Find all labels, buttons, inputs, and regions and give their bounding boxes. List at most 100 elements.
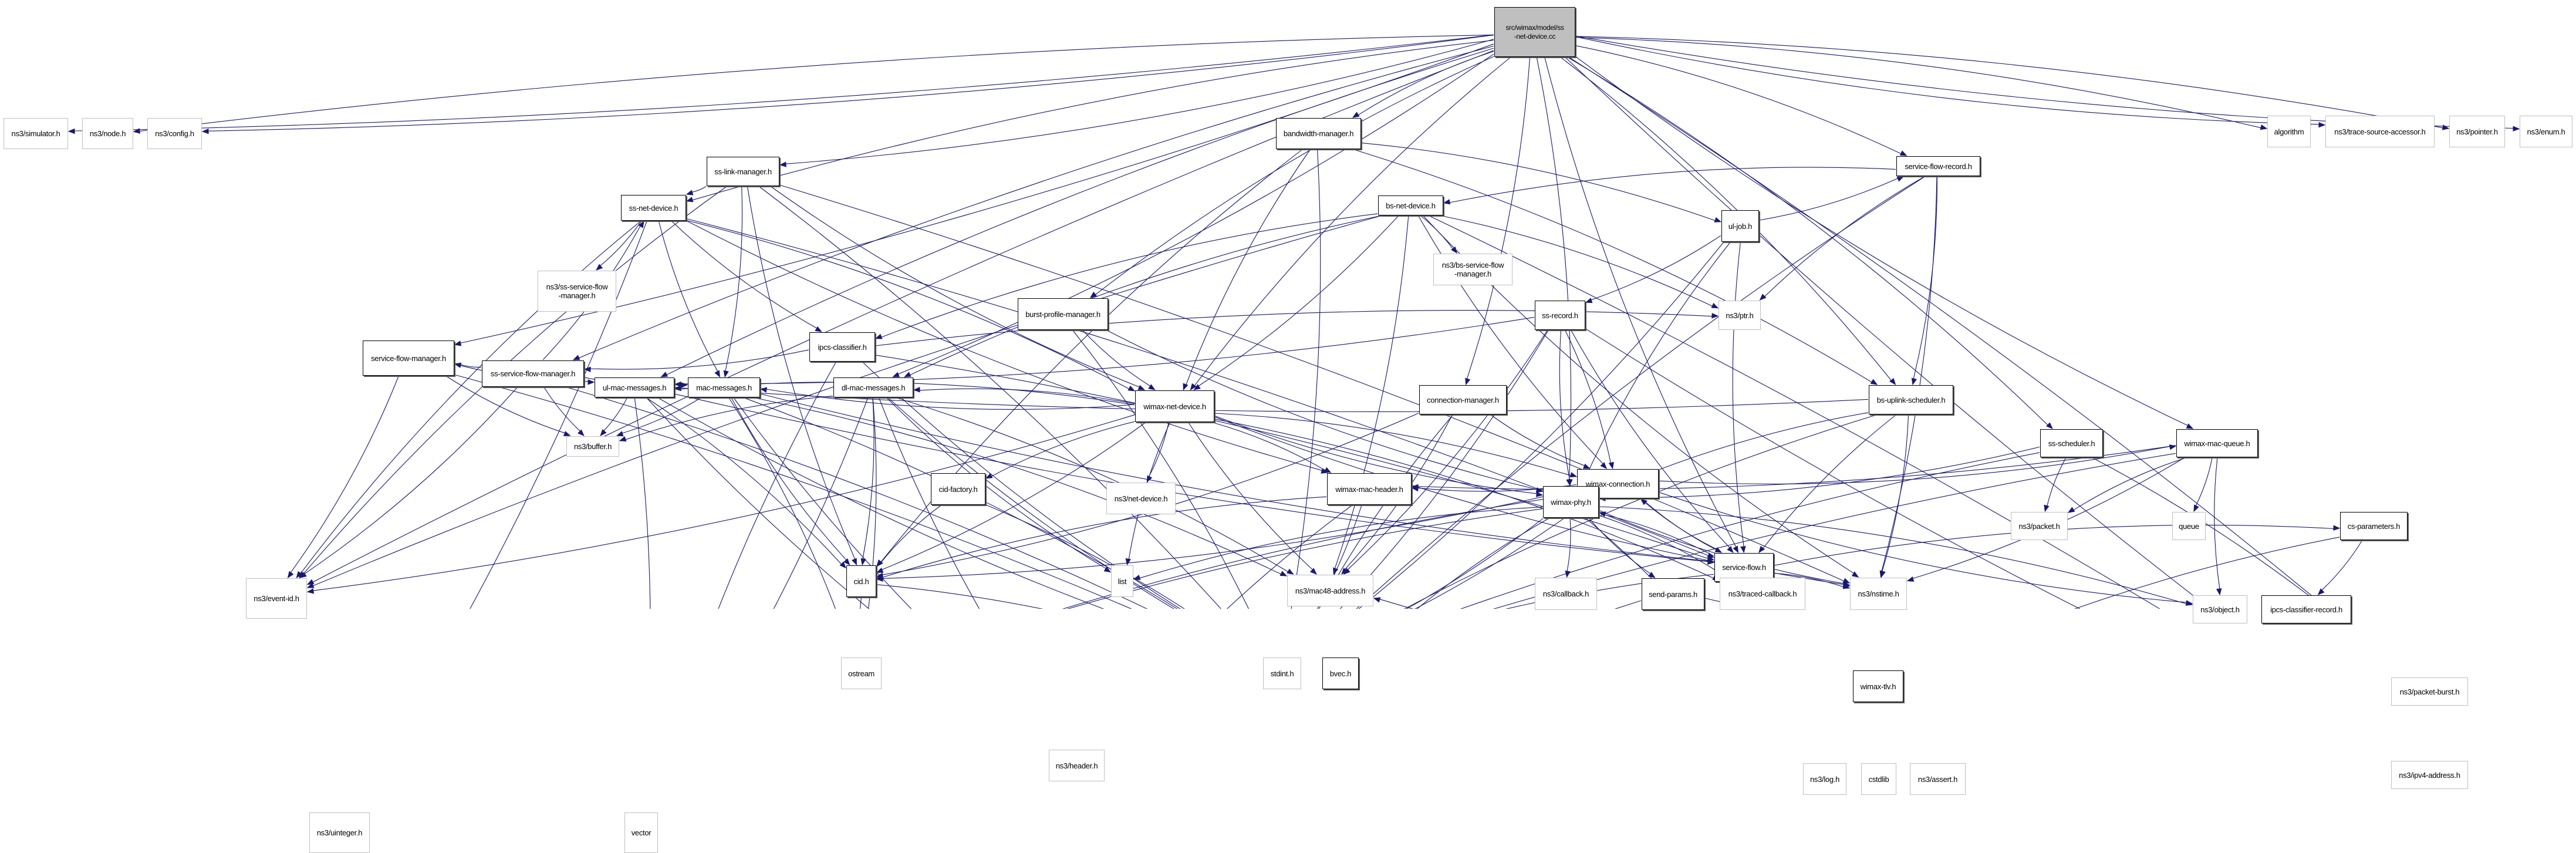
node-connection-manager[interactable]: connection-manager.h	[1419, 385, 1507, 414]
edge-bs-net-device-to-wimax-connection	[1418, 215, 1603, 464]
edge-wimax-mac-queue-to-object	[2214, 457, 2220, 589]
arrowhead-mac-messages-to-service-flow	[1707, 558, 1715, 565]
node-wimax-mac-header[interactable]: wimax-mac-header.h	[1327, 473, 1412, 505]
node-object: ns3/object.h	[2193, 595, 2247, 623]
arrowhead-dl-mac-messages-to-list	[1103, 566, 1112, 573]
arrowhead-ss-service-flow-manager-to-mac-messages	[681, 382, 688, 388]
arrowhead-ul-job-to-service-flow-record	[1896, 176, 1905, 182]
arrowhead-root-to-node	[133, 128, 140, 134]
node-mac-messages[interactable]: mac-messages.h	[688, 377, 760, 397]
edge-wimax-phy-to-send-params	[1589, 518, 1651, 574]
node-wimax-tlv[interactable]: wimax-tlv.h	[1853, 670, 1903, 702]
edge-ss-record-to-service-flow	[1571, 330, 1730, 548]
edge-ipcs-classifier-to-vector	[718, 362, 836, 609]
node-packet-burst: ns3/packet-burst.h	[2391, 677, 2468, 706]
node-cid[interactable]: cid.h	[846, 565, 876, 597]
node-wimax-net-device[interactable]: wimax-net-device.h	[1135, 390, 1214, 422]
arrowhead-wimax-phy-to-send-params	[1648, 572, 1656, 578]
node-ptr: ns3/ptr.h	[1719, 301, 1761, 330]
node-ipcs-classifier-record[interactable]: ipcs-classifier-record.h	[2261, 595, 2351, 623]
node-ul-job[interactable]: ul-job.h	[1721, 210, 1759, 242]
node-ul-mac-messages[interactable]: ul-mac-messages.h	[595, 377, 674, 397]
edge-ss-record-to-ipv4-address	[1585, 328, 2081, 609]
edge-bs-uplink-scheduler-to-ul-mac-messages	[680, 387, 1869, 412]
node-send-params[interactable]: send-params.h	[1642, 578, 1704, 610]
arrowhead-ss-record-to-ul-mac-messages	[674, 381, 681, 387]
node-ns3-ss-service-flow-manager: ns3/ss-service-flow -manager.h	[538, 271, 616, 312]
edge-ss-link-manager-to-wimax-net-device	[771, 186, 1140, 387]
arrowhead-ss-record-to-service-flow	[1727, 546, 1734, 553]
arrowhead-service-flow-to-cs-parameters	[2333, 525, 2341, 531]
node-cid-factory[interactable]: cid-factory.h	[931, 473, 985, 505]
edge-service-flow-record-to-nstime	[1881, 176, 1937, 572]
edge-dl-mac-messages-to-list	[886, 397, 1106, 569]
edge-root-to-node	[139, 34, 1494, 132]
edge-bs-uplink-scheduler-to-stdint	[1404, 414, 1876, 609]
arrowhead-root-to-dl-mac-messages	[892, 372, 900, 377]
arrowhead-connection-manager-to-wimax-connection	[1582, 463, 1591, 469]
edge-dl-mac-messages-to-stdint	[888, 397, 1174, 609]
arrowhead-service-flow-manager-to-ul-mac-messages	[588, 379, 595, 385]
edge-root-to-wimax-phy	[1536, 57, 1572, 480]
edge-ul-mac-messages-to-vector	[634, 397, 651, 609]
node-wimax-mac-queue[interactable]: wimax-mac-queue.h	[2176, 429, 2258, 457]
edge-root-to-trace-source-accessor	[1575, 36, 2320, 125]
node-ss-net-device[interactable]: ss-net-device.h	[621, 195, 686, 221]
node-bs-net-device[interactable]: bs-net-device.h	[1378, 195, 1443, 215]
arrowhead-wimax-mac-queue-to-packet	[2067, 507, 2075, 513]
edge-ss-net-device-to-mac-messages	[658, 221, 718, 372]
edge-ss-net-device-to-wimax-net-device	[686, 220, 1129, 389]
arrowhead-wimax-net-device-to-wimax-phy	[1536, 491, 1544, 497]
node-wimax-phy[interactable]: wimax-phy.h	[1543, 486, 1599, 518]
edge-wimax-connection-to-ostream	[1062, 494, 1577, 609]
node-bvec[interactable]: bvec.h	[1322, 658, 1359, 689]
arrowhead-ss-net-device-to-ns3-ss-service-flow-manager	[596, 264, 603, 271]
edge-root-to-config	[208, 35, 1494, 132]
node-bs-uplink-scheduler[interactable]: bs-uplink-scheduler.h	[1869, 385, 1953, 414]
arrowhead-dl-mac-messages-to-cid	[860, 558, 866, 566]
edge-ipcs-classifier-to-ptr	[875, 310, 1713, 346]
edge-ul-mac-messages-to-header	[646, 397, 870, 609]
edge-service-flow-manager-to-stdint	[454, 374, 1132, 609]
node-net-device: ns3/net-device.h	[1106, 483, 1176, 514]
node-ss-record[interactable]: ss-record.h	[1535, 301, 1585, 330]
edge-wimax-phy-to-object	[1599, 506, 2187, 605]
node-ss-scheduler[interactable]: ss-scheduler.h	[2040, 429, 2103, 457]
edge-ss-service-flow-manager-to-stdint	[567, 387, 1148, 609]
node-dl-mac-messages[interactable]: dl-mac-messages.h	[833, 377, 913, 397]
node-bandwidth-manager[interactable]: bandwidth-manager.h	[1276, 118, 1361, 149]
arrowhead-ul-mac-messages-to-cid	[839, 561, 846, 569]
node-nstime: ns3/nstime.h	[1850, 578, 1907, 610]
edge-ss-net-device-to-ns3-ss-service-flow-manager	[600, 221, 642, 267]
node-vector: vector	[624, 812, 658, 853]
edge-ul-mac-messages-to-stdint	[658, 397, 1105, 609]
edge-mac-messages-to-header	[733, 397, 912, 609]
arrowhead-ss-link-manager-to-cid	[851, 558, 857, 566]
node-cs-parameters[interactable]: cs-parameters.h	[2340, 512, 2408, 540]
node-ss-link-manager[interactable]: ss-link-manager.h	[707, 157, 779, 186]
node-ipcs-classifier[interactable]: ipcs-classifier.h	[809, 332, 875, 362]
arrowhead-wimax-phy-to-nstime	[1842, 581, 1851, 587]
arrowhead-wimax-net-device-to-wimax-mac-header	[1324, 467, 1332, 473]
edge-wimax-mac-queue-to-wimax-mac-header	[1417, 445, 2176, 490]
edge-root-to-dl-mac-messages	[898, 53, 1494, 375]
edge-wimax-net-device-to-event-id	[313, 414, 1135, 591]
node-ss-service-flow-manager[interactable]: ss-service-flow-manager.h	[482, 360, 584, 387]
arrowhead-cs-parameters-to-ipcs-classifier-record	[2317, 588, 2325, 595]
arrowhead-ss-service-flow-manager-to-event-id	[299, 572, 307, 578]
node-burst-profile-manager[interactable]: burst-profile-manager.h	[1018, 298, 1108, 330]
node-service-flow-manager[interactable]: service-flow-manager.h	[363, 340, 454, 376]
edge-ss-net-device-to-wimax-mac-header	[686, 220, 1322, 471]
arrowhead-ss-link-manager-to-ss-net-device	[686, 190, 694, 195]
node-service-flow-record[interactable]: service-flow-record.h	[1896, 156, 1980, 176]
arrowhead-ss-scheduler-to-packet	[2044, 504, 2050, 513]
edge-root-to-ss-scheduler	[1568, 57, 2048, 426]
arrowhead-ss-record-to-wimax-phy	[1566, 478, 1572, 487]
edge-service-flow-to-nstime	[1774, 573, 1844, 588]
edge-root-to-wimax-mac-queue	[1575, 56, 2188, 426]
arrowhead-ss-net-device-to-ipcs-classifier	[815, 326, 822, 332]
node-log: ns3/log.h	[1803, 763, 1846, 795]
arrowhead-ss-link-manager-to-wimax-net-device	[1137, 385, 1146, 390]
edge-bs-net-device-to-ns3-bs-service-flow-manager	[1420, 215, 1453, 250]
edge-wimax-phy-to-ostream	[1066, 508, 1543, 609]
